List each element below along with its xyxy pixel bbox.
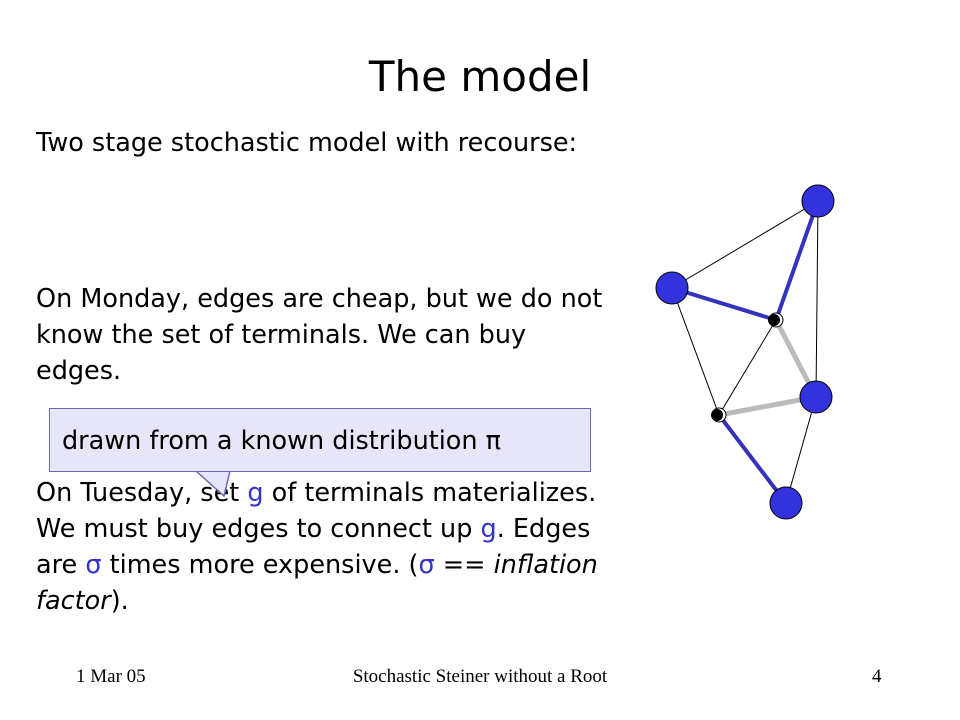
callout-pointer bbox=[196, 470, 231, 498]
tuesday-text-part: . Edges are bbox=[36, 514, 591, 580]
footer-date: 1 Mar 05 bbox=[76, 666, 146, 687]
graph-edge bbox=[671, 200, 819, 289]
graph-edge bbox=[671, 287, 720, 416]
tuesday-text-part: == bbox=[434, 550, 494, 580]
graph-edge bbox=[718, 319, 777, 416]
terminal-set-symbol: g bbox=[480, 514, 497, 544]
terminal-set-symbol: g bbox=[247, 478, 264, 508]
monday-text: On Monday, edges are cheap, but we do no… bbox=[36, 284, 603, 386]
steiner-graph-diagram bbox=[655, 184, 835, 520]
footer-title: Stochastic Steiner without a Root bbox=[352, 666, 608, 687]
inflation-factor-term: inflation factor bbox=[36, 550, 598, 616]
terminal-node bbox=[655, 271, 689, 305]
tuesday-text: On Tuesday, set g of terminals materiali… bbox=[36, 475, 606, 619]
tuesday-text-part: ). bbox=[110, 586, 129, 616]
slide-title: The model bbox=[368, 52, 592, 101]
graph-edges bbox=[671, 200, 819, 504]
steiner-node bbox=[768, 314, 780, 326]
tuesday-text-part: of terminals materializes. We must buy e… bbox=[36, 478, 597, 544]
sigma-symbol: σ bbox=[418, 550, 435, 580]
graph-edge bbox=[815, 200, 819, 398]
first-stage-edges bbox=[670, 199, 820, 505]
terminal-node bbox=[769, 486, 803, 520]
sigma-symbol: σ bbox=[85, 550, 102, 580]
steiner-nodes bbox=[711, 312, 784, 423]
tuesday-text-part: times more expensive. ( bbox=[101, 550, 419, 580]
page-number: 4 bbox=[872, 666, 882, 687]
terminal-nodes bbox=[655, 184, 835, 520]
graph-edge-purchased bbox=[774, 199, 820, 322]
terminal-node bbox=[801, 184, 835, 218]
steiner-node bbox=[711, 409, 723, 421]
tuesday-text-part: On Tuesday, set bbox=[36, 478, 248, 508]
distribution-callout: drawn from a known distribution π bbox=[49, 408, 591, 472]
graph-edge-purchased bbox=[670, 286, 778, 322]
intro-text: Two stage stochastic model with recourse… bbox=[36, 128, 578, 158]
graph-edge-purchased bbox=[717, 413, 788, 505]
terminal-node bbox=[799, 380, 833, 414]
graph-edge bbox=[785, 396, 817, 504]
